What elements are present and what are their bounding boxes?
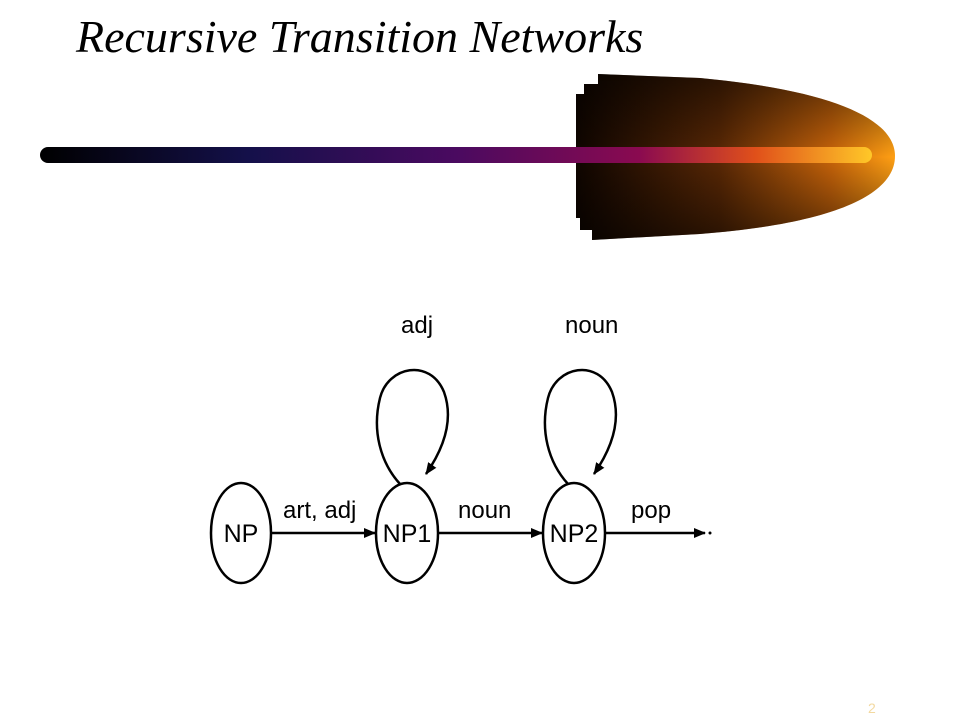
loop-np2-label: noun <box>565 312 618 339</box>
edge-np1-np2: noun <box>438 497 542 533</box>
edge-np2-pop: pop <box>605 497 712 535</box>
loop-np1-label: adj <box>401 312 433 339</box>
node-np2-label: NP2 <box>550 520 599 548</box>
edge-np1-np2-label: noun <box>458 497 511 524</box>
node-np: NP <box>211 483 271 583</box>
loop-np1: adj <box>377 312 448 484</box>
node-np1: NP1 <box>376 483 438 583</box>
edge-np-np1-label: art, adj <box>283 497 356 524</box>
node-np2: NP2 <box>543 483 605 583</box>
node-np1-label: NP1 <box>383 520 432 548</box>
loop-np2: noun <box>545 312 618 484</box>
slide-number: 2 <box>868 700 876 716</box>
node-np-label: NP <box>224 520 259 548</box>
edge-np-np1: art, adj <box>271 497 375 533</box>
edge-np2-pop-label: pop <box>631 497 671 524</box>
